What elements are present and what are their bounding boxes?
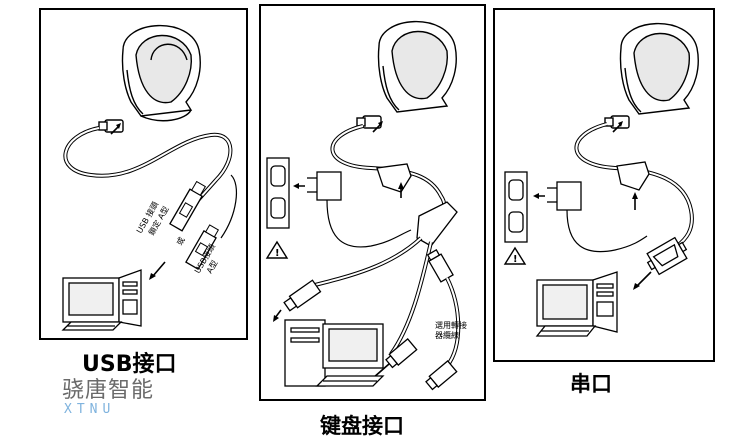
- computer-illustration: [284, 319, 385, 387]
- ps2-connector: [283, 279, 322, 312]
- adapter-label-2: 器纜線: [435, 330, 459, 340]
- keyboard-interface-panel: !: [259, 4, 486, 401]
- wall-outlet-illustration: [504, 171, 528, 243]
- scanner-illustration: [604, 22, 699, 129]
- usb-interface-caption: USB接口: [82, 352, 177, 377]
- adapter-label-1: 選用轉接: [435, 320, 467, 330]
- scanner-illustration: [98, 24, 201, 133]
- serial-interface-caption: 串口: [570, 372, 612, 396]
- scanner-illustration: [356, 20, 457, 129]
- keyboard-connector: [426, 249, 454, 283]
- serial-interface-panel: !: [493, 8, 715, 362]
- power-jack-connector: [376, 163, 412, 193]
- usb-cable: [63, 126, 233, 210]
- arrow: [110, 125, 120, 135]
- wall-outlet-illustration: [266, 157, 290, 229]
- keyboard-wiring-diagram: !: [265, 20, 467, 391]
- usb-interface-panel: USB 接頭 鎖定 A型 或 USB接頭 A型: [39, 8, 248, 340]
- usb-locking-connector: [169, 180, 207, 232]
- power-jack-connector: [616, 161, 650, 191]
- usb-wiring-diagram: USB 接頭 鎖定 A型 或 USB接頭 A型: [61, 24, 238, 331]
- db9-serial-connector: [646, 236, 688, 276]
- adapter-connector: [425, 360, 458, 391]
- splitter-connector: [416, 201, 458, 247]
- power-adapter-illustration: [547, 181, 582, 211]
- or-label: 或: [174, 235, 187, 247]
- svg-text:!: !: [513, 254, 518, 265]
- computer-illustration: [61, 269, 142, 331]
- brand-watermark: 骁唐智能: [62, 378, 155, 403]
- warning-icon: !: [503, 246, 527, 265]
- keyboard-interface-caption: 键盘接口: [320, 414, 404, 438]
- cable-connector: [385, 338, 418, 369]
- serial-wiring-diagram: !: [503, 22, 699, 337]
- power-adapter-illustration: [307, 171, 342, 201]
- computer-illustration: [535, 271, 618, 337]
- brand-watermark-en: XTNU: [64, 402, 116, 417]
- svg-text:!: !: [275, 248, 280, 259]
- warning-icon: !: [265, 240, 289, 259]
- usb-a-connector: [185, 224, 220, 270]
